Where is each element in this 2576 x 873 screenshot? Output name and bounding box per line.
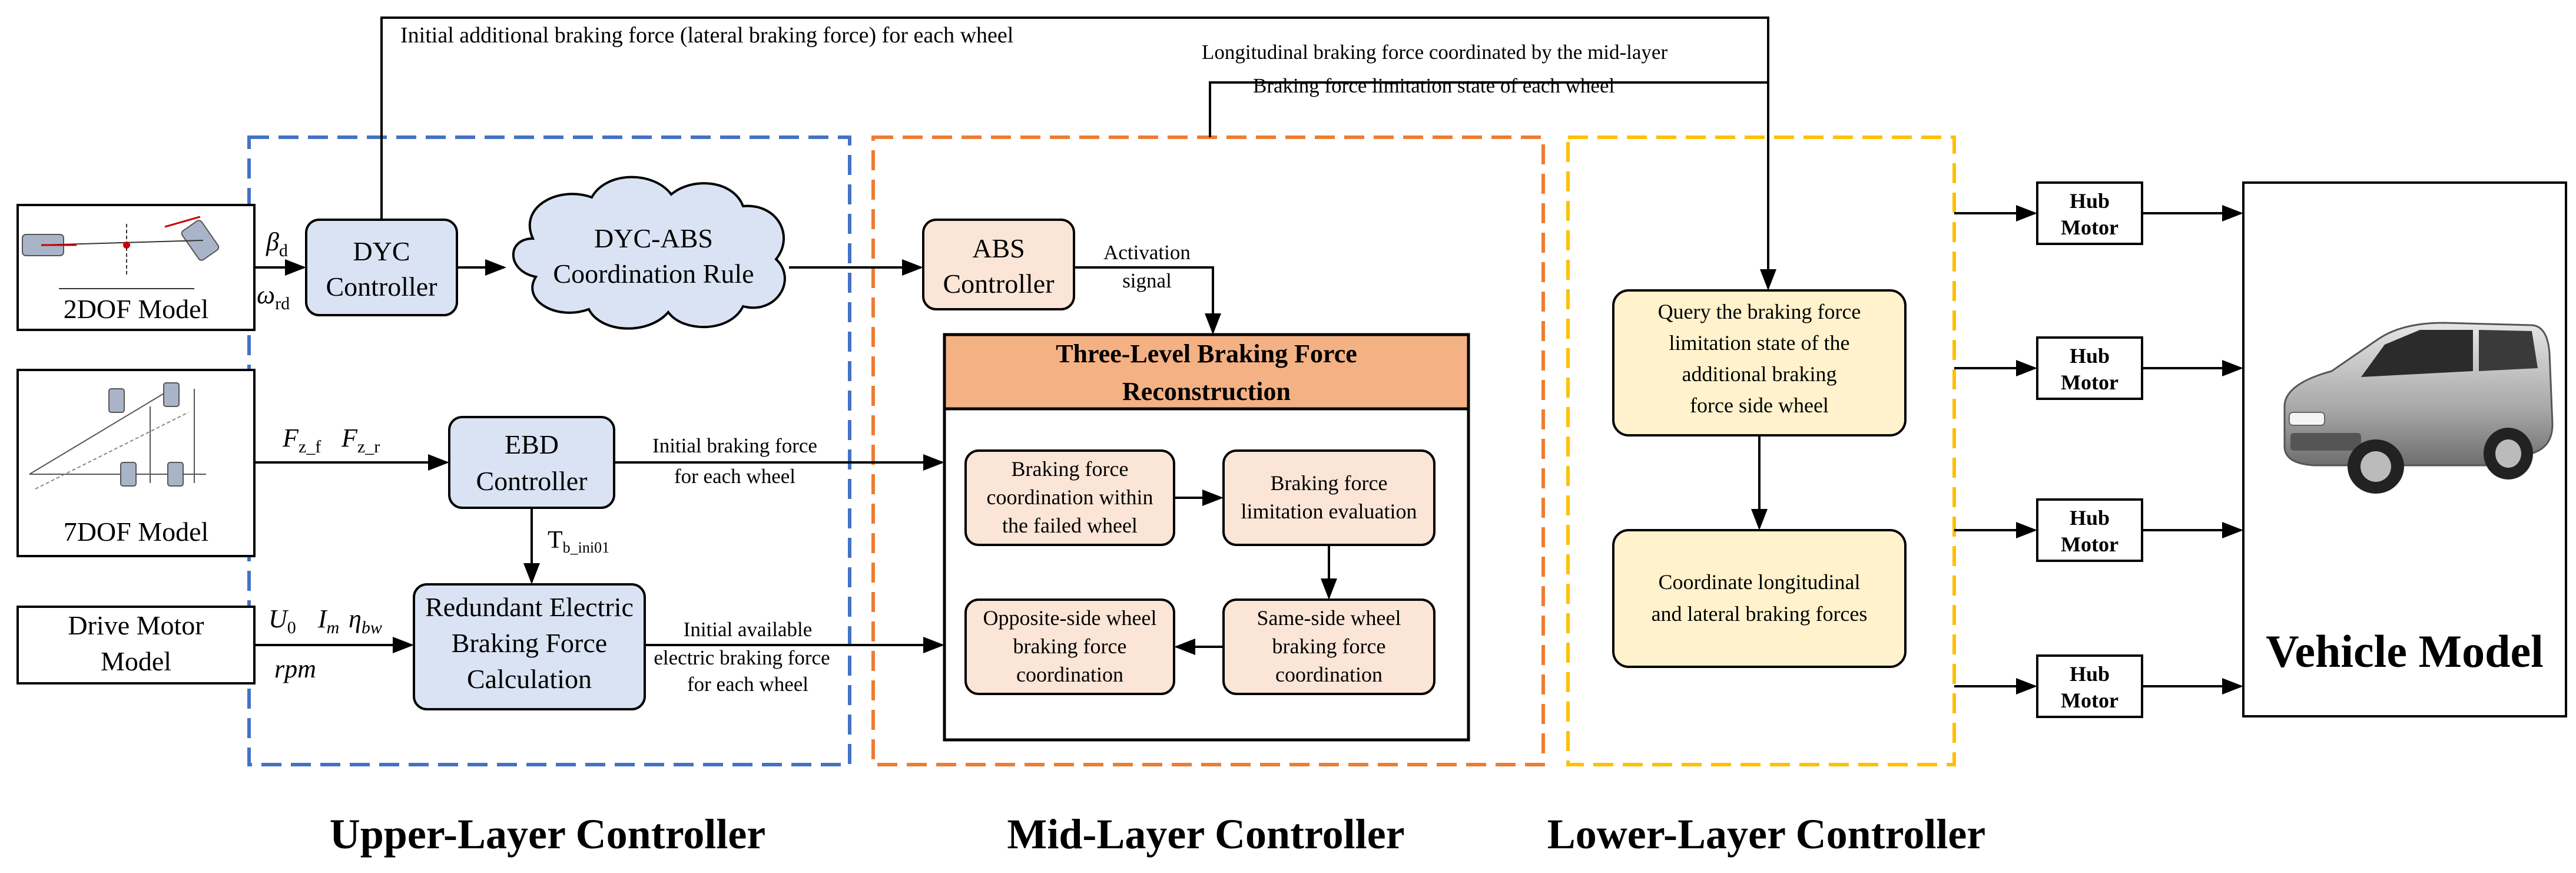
svg-text:Coordinate longitudinal: Coordinate longitudinal bbox=[1659, 570, 1861, 594]
initial-braking-label-2: for each wheel bbox=[674, 465, 795, 488]
beta-d-symbol: βd bbox=[266, 227, 288, 260]
abs-controller: ABS Controller bbox=[922, 219, 1075, 310]
svg-text:additional braking: additional braking bbox=[1682, 362, 1837, 386]
tb-symbol: Tb_ini01 bbox=[548, 527, 609, 556]
failed-wheel-coordination: Braking force coordination within the fa… bbox=[964, 449, 1175, 546]
eta-symbol: ηbw bbox=[349, 604, 382, 637]
model-7dof-label: 7DOF Model bbox=[64, 517, 209, 547]
svg-text:ABS: ABS bbox=[972, 233, 1025, 263]
mid-layer-title: Mid-Layer Controller bbox=[1007, 811, 1404, 858]
lower-layer-frame bbox=[1566, 135, 1956, 766]
svg-text:Calculation: Calculation bbox=[467, 664, 592, 694]
lower-layer-title: Lower-Layer Controller bbox=[1547, 811, 1985, 858]
lateral-force-label: Initial additional braking force (latera… bbox=[400, 23, 1013, 48]
car-icon bbox=[2283, 322, 2554, 494]
dyc-controller: DYC Controller bbox=[305, 219, 458, 316]
upper-layer-title: Upper-Layer Controller bbox=[330, 811, 766, 858]
redundant-braking-calc: Redundant Electric Braking Force Calcula… bbox=[413, 583, 646, 710]
drive-motor-label-1: Drive Motor bbox=[68, 610, 204, 640]
svg-text:Motor: Motor bbox=[2061, 371, 2119, 394]
svg-text:limitation state of the: limitation state of the bbox=[1669, 331, 1850, 355]
svg-text:Hub: Hub bbox=[2070, 662, 2110, 686]
same-side-coordination: Same-side wheel braking force coordinati… bbox=[1222, 598, 1435, 695]
svg-text:DYC: DYC bbox=[353, 236, 410, 266]
limitation-state-label: Braking force limitation state of each w… bbox=[1253, 74, 1614, 97]
svg-text:Hub: Hub bbox=[2070, 344, 2110, 368]
svg-text:Motor: Motor bbox=[2061, 533, 2119, 556]
initial-available-label-3: for each wheel bbox=[687, 673, 808, 696]
hub-motor-3: Hub Motor bbox=[2036, 498, 2143, 562]
svg-text:Query the braking force: Query the braking force bbox=[1658, 300, 1861, 323]
model-7dof: 7DOF Model bbox=[16, 369, 256, 557]
ebd-controller: EBD Controller bbox=[448, 416, 615, 509]
three-level-title-2: Reconstruction bbox=[1122, 377, 1291, 406]
svg-text:Braking force: Braking force bbox=[1271, 471, 1388, 495]
svg-text:Braking force: Braking force bbox=[1012, 457, 1129, 481]
svg-text:Same-side wheel: Same-side wheel bbox=[1257, 606, 1401, 630]
svg-text:Motor: Motor bbox=[2061, 689, 2119, 712]
drive-motor-label-2: Model bbox=[101, 646, 171, 676]
limitation-evaluation: Braking force limitation evaluation bbox=[1222, 449, 1435, 546]
coordinate-long-lat: Coordinate longitudinal and lateral brak… bbox=[1612, 529, 1907, 668]
svg-text:EBD: EBD bbox=[505, 429, 559, 459]
svg-text:Braking Force: Braking Force bbox=[452, 628, 607, 658]
rpm-symbol: rpm bbox=[274, 654, 316, 683]
svg-text:braking force: braking force bbox=[1013, 634, 1127, 658]
2dof-sketch-icon bbox=[22, 216, 220, 289]
svg-text:force side wheel: force side wheel bbox=[1690, 393, 1829, 417]
model-2dof-label: 2DOF Model bbox=[64, 294, 209, 324]
activation-label-2: signal bbox=[1122, 269, 1172, 292]
svg-text:Controller: Controller bbox=[326, 272, 437, 302]
query-limitation-state: Query the braking force limitation state… bbox=[1612, 289, 1907, 436]
fzf-symbol: Fz_f bbox=[282, 424, 321, 457]
initial-braking-label-1: Initial braking force bbox=[652, 434, 817, 457]
svg-text:Hub: Hub bbox=[2070, 506, 2110, 530]
initial-available-label-2: electric braking force bbox=[654, 646, 830, 669]
svg-text:braking force: braking force bbox=[1272, 634, 1386, 658]
hub-motor-4: Hub Motor bbox=[2036, 654, 2143, 718]
svg-text:DYC-ABS: DYC-ABS bbox=[594, 223, 713, 253]
dyc-abs-coordination-cloud: DYC-ABS Coordination Rule bbox=[512, 176, 786, 330]
mid-layer-frame bbox=[871, 135, 1545, 766]
activation-label-1: Activation bbox=[1103, 241, 1191, 264]
hub-motor-1: Hub Motor bbox=[2036, 181, 2143, 245]
model-2dof: 2DOF Model bbox=[16, 204, 256, 331]
vehicle-model: Vehicle Model bbox=[2242, 181, 2567, 717]
im-symbol: Im bbox=[317, 604, 339, 637]
svg-text:Redundant Electric: Redundant Electric bbox=[425, 592, 634, 622]
three-level-title-1: Three-Level Braking Force bbox=[1056, 339, 1357, 368]
vehicle-model-label: Vehicle Model bbox=[2266, 626, 2544, 677]
longitudinal-force-label: Longitudinal braking force coordinated b… bbox=[1202, 41, 1667, 64]
u0-symbol: U0 bbox=[268, 604, 296, 637]
svg-text:and lateral braking forces: and lateral braking forces bbox=[1652, 602, 1868, 626]
svg-text:Motor: Motor bbox=[2061, 216, 2119, 239]
fzr-symbol: Fz_r bbox=[341, 424, 380, 457]
connectors bbox=[254, 16, 2243, 695]
opposite-side-coordination: Opposite-side wheel braking force coordi… bbox=[964, 598, 1175, 695]
7dof-sketch-icon bbox=[29, 382, 206, 490]
svg-text:Opposite-side wheel: Opposite-side wheel bbox=[983, 606, 1157, 630]
svg-text:limitation evaluation: limitation evaluation bbox=[1241, 500, 1417, 523]
upper-layer-frame bbox=[247, 135, 851, 766]
hub-motor-2: Hub Motor bbox=[2036, 336, 2143, 400]
model-drive-motor: Drive Motor Model bbox=[16, 606, 256, 684]
svg-text:the failed wheel: the failed wheel bbox=[1002, 514, 1138, 537]
svg-text:coordination within: coordination within bbox=[987, 485, 1153, 509]
svg-text:Coordination Rule: Coordination Rule bbox=[553, 259, 754, 289]
svg-text:Controller: Controller bbox=[943, 269, 1054, 299]
svg-text:Controller: Controller bbox=[476, 466, 587, 496]
svg-text:Hub: Hub bbox=[2070, 189, 2110, 213]
initial-available-label-1: Initial available bbox=[684, 618, 813, 641]
svg-text:coordination: coordination bbox=[1275, 663, 1383, 686]
svg-text:coordination: coordination bbox=[1016, 663, 1123, 686]
omega-rd-symbol: ωrd bbox=[257, 280, 290, 313]
